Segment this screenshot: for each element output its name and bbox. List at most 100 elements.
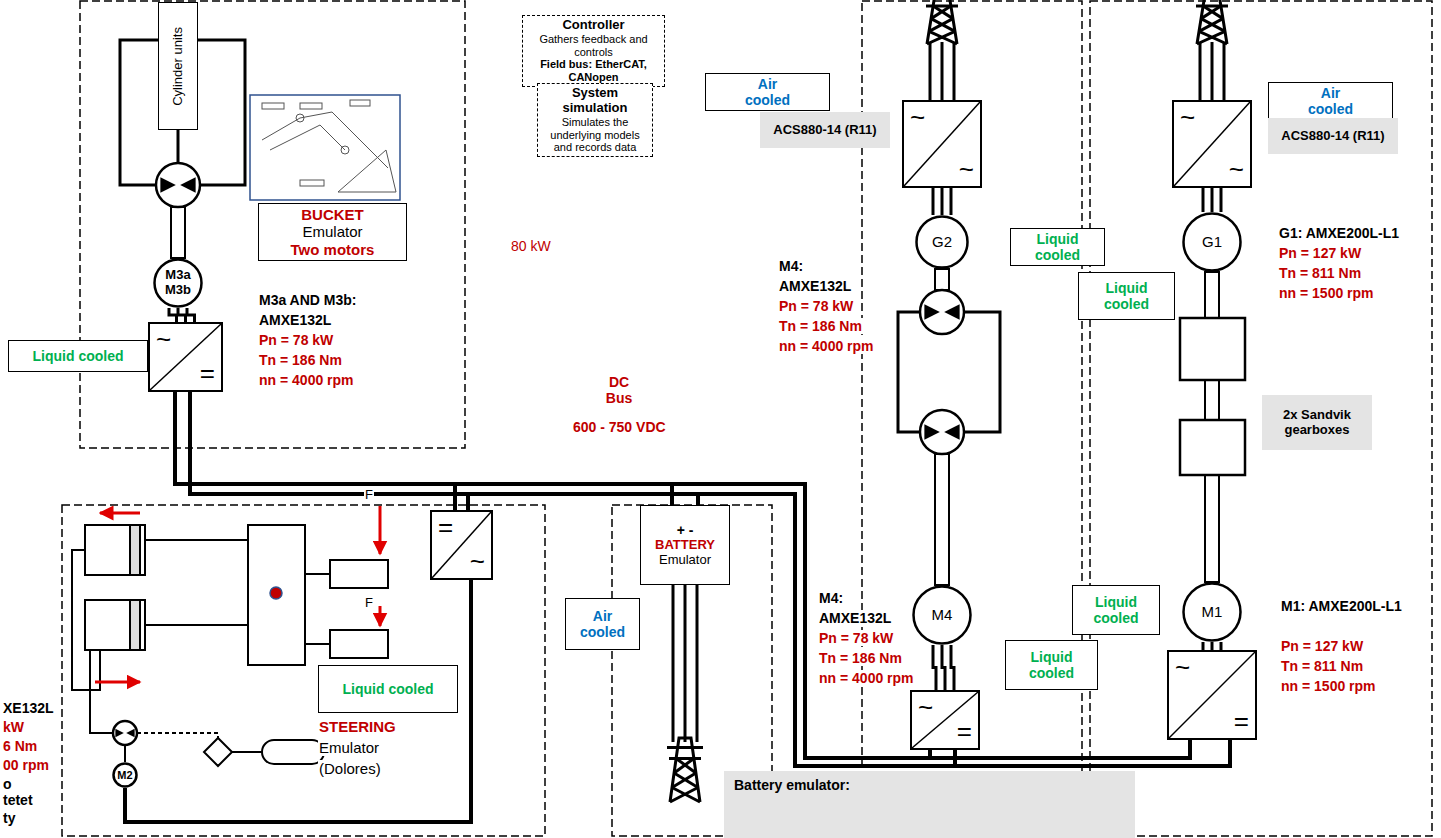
node-text: Liquid cooled — [1097, 280, 1157, 312]
circle-outline — [1184, 214, 1241, 271]
converter-symbol: ~ — [959, 156, 974, 182]
pump-symbol — [920, 410, 964, 454]
inverter-box: ~= — [148, 322, 223, 392]
spec-label: M4: — [818, 590, 844, 606]
converter-symbol: ~ — [470, 548, 485, 574]
spec-label: DC Bus — [596, 374, 642, 406]
converter-diagonal — [1169, 652, 1255, 738]
pump-symbol — [924, 304, 939, 319]
pump-symbol — [160, 177, 175, 192]
power-cable — [933, 645, 954, 690]
inverter-box: ~= — [1167, 650, 1257, 740]
grid-pylon — [924, 0, 960, 44]
generator-circle: G1 — [1182, 212, 1242, 272]
power-cable — [1220, 642, 1223, 650]
grid-pylon — [667, 738, 703, 802]
grid-pylon — [1201, 6, 1223, 19]
power-cable — [169, 308, 177, 322]
hydraulic-line — [120, 40, 158, 185]
power-cable — [1211, 188, 1214, 212]
spec-label: STEERING — [318, 718, 397, 735]
note-box: Battery emulator: — [724, 771, 1135, 838]
spec-label: 6 Nm — [2, 738, 38, 754]
power-cable — [1202, 642, 1205, 650]
simulation-box: System simulationSimulates the underlyin… — [537, 83, 653, 157]
force-arrow — [379, 606, 382, 626]
pump-symbol — [944, 424, 959, 439]
dc-bus-wire — [466, 494, 470, 510]
region-borders — [1090, 1, 1432, 836]
node-text: M3a M3b — [161, 268, 195, 298]
grid-pylon — [674, 758, 696, 773]
power-cable — [125, 580, 471, 822]
spec-label: AMXE132L — [778, 278, 852, 294]
region-borders — [862, 1, 1082, 836]
node-text: Gathers feedback and controls — [527, 33, 660, 58]
steering-illustration — [137, 733, 218, 745]
power-cable — [178, 308, 186, 322]
note-box: 2x Sandvik gearboxes — [1262, 395, 1372, 450]
spec-label: Emulator — [318, 739, 380, 756]
spec-label: nn = 4000 rpm — [258, 372, 355, 388]
battery-box: + -BATTERYEmulator — [640, 505, 730, 585]
circle-outline — [914, 587, 971, 644]
spec-label: M4: — [778, 258, 804, 274]
converter-symbol: ~ — [156, 326, 171, 352]
bucket-illustration — [262, 103, 284, 109]
pump-symbol — [113, 721, 137, 745]
spec-label: nn = 1500 rpm — [1278, 285, 1375, 301]
power-cable — [1202, 188, 1205, 212]
hydraulic-line — [898, 312, 920, 432]
power-cable — [942, 645, 945, 690]
pump-symbol — [924, 424, 939, 439]
spec-label: (Dolores) — [318, 760, 382, 777]
supply-wire — [673, 42, 1224, 742]
force-arrow — [95, 506, 380, 682]
spec-label: Tn = 811 Nm — [1280, 658, 1364, 674]
grid-pylon — [924, 0, 960, 6]
cooling-box: Air cooled — [705, 73, 830, 111]
gearbox — [1180, 420, 1245, 475]
bucket-illustration — [296, 114, 304, 122]
hydraulic-line — [120, 40, 1000, 432]
drive-box: ACS880-14 (R11) — [1268, 118, 1398, 154]
steering-illustration — [248, 525, 305, 665]
pump-symbol — [126, 729, 134, 737]
node-text: Battery emulator: — [734, 777, 850, 793]
pump-symbol — [156, 163, 200, 207]
motor-circle: M1 — [1182, 582, 1242, 642]
pump-symbol — [944, 304, 959, 319]
supply-wire — [673, 585, 697, 742]
spec-label: 80 kW — [510, 238, 552, 254]
shaft — [935, 269, 949, 290]
force-arrow — [379, 506, 382, 554]
converter-diagonal — [1174, 102, 1250, 186]
gearbox — [1180, 318, 1245, 475]
bucket-illustration — [300, 180, 324, 186]
force-arrow — [95, 681, 140, 684]
dc-bus-wire — [670, 484, 674, 505]
controller-box: ControllerGathers feedback and controlsF… — [522, 15, 665, 87]
force-arrow — [100, 512, 140, 515]
power-cable — [1220, 188, 1223, 212]
pivot-dot — [270, 587, 282, 599]
grid-pylon — [1199, 19, 1225, 32]
node-text: G1 — [1202, 233, 1222, 250]
grid-pylon — [667, 748, 703, 759]
cooling-box: Liquid cooled — [1072, 585, 1160, 635]
converter-diagonal — [904, 102, 980, 186]
converter-symbol: = — [438, 514, 453, 540]
steering-illustration — [90, 650, 113, 733]
steering-illustration — [232, 751, 262, 753]
bucket-illustration — [341, 146, 349, 154]
steering-illustration — [262, 740, 324, 764]
shaft — [935, 454, 949, 585]
converter-symbol: ~ — [1180, 104, 1195, 130]
spec-label: nn = 4000 rpm — [778, 338, 875, 354]
circle-outline — [917, 217, 968, 268]
grid-pylon — [931, 6, 953, 19]
pump-symbol — [156, 163, 200, 207]
hydraulic-line — [964, 312, 1000, 432]
power-cable — [1203, 188, 1221, 212]
node-text: 2x Sandvik gearboxes — [1268, 408, 1366, 438]
